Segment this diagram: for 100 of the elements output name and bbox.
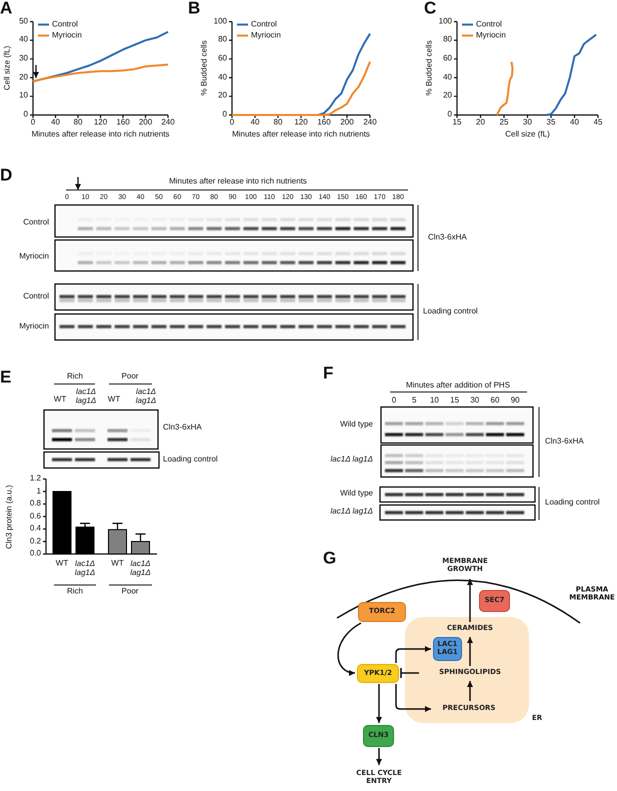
legend-label: Control: [476, 20, 502, 29]
tick-label: 100: [214, 17, 227, 26]
tick-label: 30: [523, 118, 532, 128]
tick-label: 20: [476, 118, 485, 128]
axis-title: Minutes after release into rich nutrients: [32, 130, 170, 140]
tick-label: 10: [19, 92, 28, 101]
arrow: [467, 579, 473, 622]
arrow: [376, 684, 382, 723]
legend-label: Control: [52, 20, 78, 29]
row-label: Wild type: [340, 420, 373, 430]
tick-label: 45: [594, 118, 602, 128]
tick-label: 60: [218, 54, 227, 64]
group-label: Poor: [122, 588, 138, 596]
row-label: Control: [23, 218, 49, 228]
tick-label: WT: [111, 560, 124, 568]
tick-label: 20: [19, 73, 28, 82]
tick-label: 40: [570, 118, 579, 128]
group-label: Rich: [67, 372, 83, 382]
tick-label: 0: [448, 110, 452, 120]
tick-label: 10: [430, 396, 439, 406]
arrow: [395, 684, 431, 712]
tick-label: 80: [274, 118, 282, 128]
row-label: lac1Δ lag1Δ: [330, 508, 373, 516]
tick-label: 90: [510, 396, 520, 406]
panel-letter: D: [0, 166, 12, 186]
tick-label: 25: [500, 118, 508, 128]
row-label: Myriocin: [19, 252, 49, 262]
row-label: lac1Δ lag1Δ: [330, 456, 373, 464]
arrow: [467, 681, 473, 701]
tick-label: 0.0: [30, 550, 41, 558]
tick-label: 80: [443, 36, 452, 45]
tick-label: 20: [218, 92, 227, 101]
legend-label: Control: [251, 20, 277, 29]
tick-label: 120: [294, 118, 308, 128]
axis-title: % Budded cells: [426, 40, 434, 96]
tick-label: 40: [218, 73, 227, 82]
panel-letter: B: [188, 0, 200, 18]
row-label: Wild type: [340, 490, 373, 498]
panel-letter: E: [0, 368, 12, 388]
axis-title: Cell size (fL): [505, 130, 550, 140]
legend-label: Myriocin: [476, 31, 506, 40]
tick-label: 40: [51, 118, 60, 128]
axis-title: % Budded cells: [200, 40, 210, 96]
blot-label: Cln3-6xHA: [545, 438, 584, 446]
axis-title: Minutes after release into rich nutrients: [169, 178, 307, 186]
tick-label: 0.4: [30, 524, 41, 534]
tick-label: 0: [392, 396, 396, 406]
tick-label: 200: [138, 118, 152, 128]
blot-label: Loading control: [545, 498, 600, 508]
tick-label: 35: [546, 118, 556, 128]
arrow: [467, 637, 473, 666]
axis-title: Minutes after addition of PHS: [406, 382, 510, 390]
tick-label: 160: [317, 118, 331, 128]
tick-label: 80: [218, 36, 227, 45]
arrow: [376, 748, 382, 765]
panel-letter: F: [323, 364, 334, 384]
tick-label: 0.6: [30, 512, 41, 521]
blot-label: Loading control: [163, 456, 218, 464]
lane-label: lac1Δ lag1Δ: [134, 388, 158, 406]
legend-label: Myriocin: [52, 31, 82, 40]
axis-title: Cell size (fL): [4, 46, 12, 91]
tick-label: 15: [452, 118, 462, 128]
axis-title: Minutes after release into rich nutrients: [232, 130, 370, 140]
tick-label: 1: [36, 487, 41, 496]
tick-label: 50: [19, 17, 28, 26]
tick-label: 30: [470, 396, 480, 406]
tick-label: 40: [19, 36, 28, 45]
tick-label: 0: [222, 110, 227, 120]
arrow: [337, 622, 362, 676]
tick-label: 0.8: [30, 500, 41, 508]
group-label: Poor: [122, 372, 138, 382]
blot-label: Cln3-6xHA: [163, 424, 202, 432]
tick-label: 80: [74, 118, 82, 128]
tick-label: 100: [438, 17, 452, 26]
tick-label: WT: [56, 560, 68, 568]
group-label: Rich: [67, 588, 83, 596]
tick-label: 160: [116, 118, 130, 128]
tick-label: lac1Δ lag1Δ: [74, 560, 96, 578]
tick-label: 0: [30, 118, 36, 128]
blot-label: Cln3-6xHA: [428, 234, 467, 242]
tick-label: 20: [443, 92, 452, 101]
axis-title: Cln3 protein (a.u.): [6, 484, 14, 549]
blot-label: Loading control: [423, 308, 478, 316]
lane-label: WT: [54, 396, 66, 404]
arrow: [395, 646, 431, 663]
tick-label: 120: [94, 118, 108, 128]
tick-label: 5: [412, 396, 416, 406]
tick-label: 60: [490, 396, 500, 406]
tick-label: 1.2: [30, 474, 41, 484]
tick-label: 40: [250, 118, 260, 128]
legend-label: Myriocin: [251, 31, 281, 40]
lane-label: lac1Δ lag1Δ: [74, 388, 98, 406]
tick-label: 0: [230, 118, 234, 128]
tick-label: 60: [443, 54, 452, 64]
row-label: Myriocin: [19, 322, 49, 332]
tick-label: 40: [443, 73, 452, 82]
tick-label: 0: [24, 110, 28, 120]
panel-letter: G: [323, 550, 336, 568]
panel-letter: C: [424, 0, 436, 18]
tick-label: 15: [450, 396, 460, 406]
